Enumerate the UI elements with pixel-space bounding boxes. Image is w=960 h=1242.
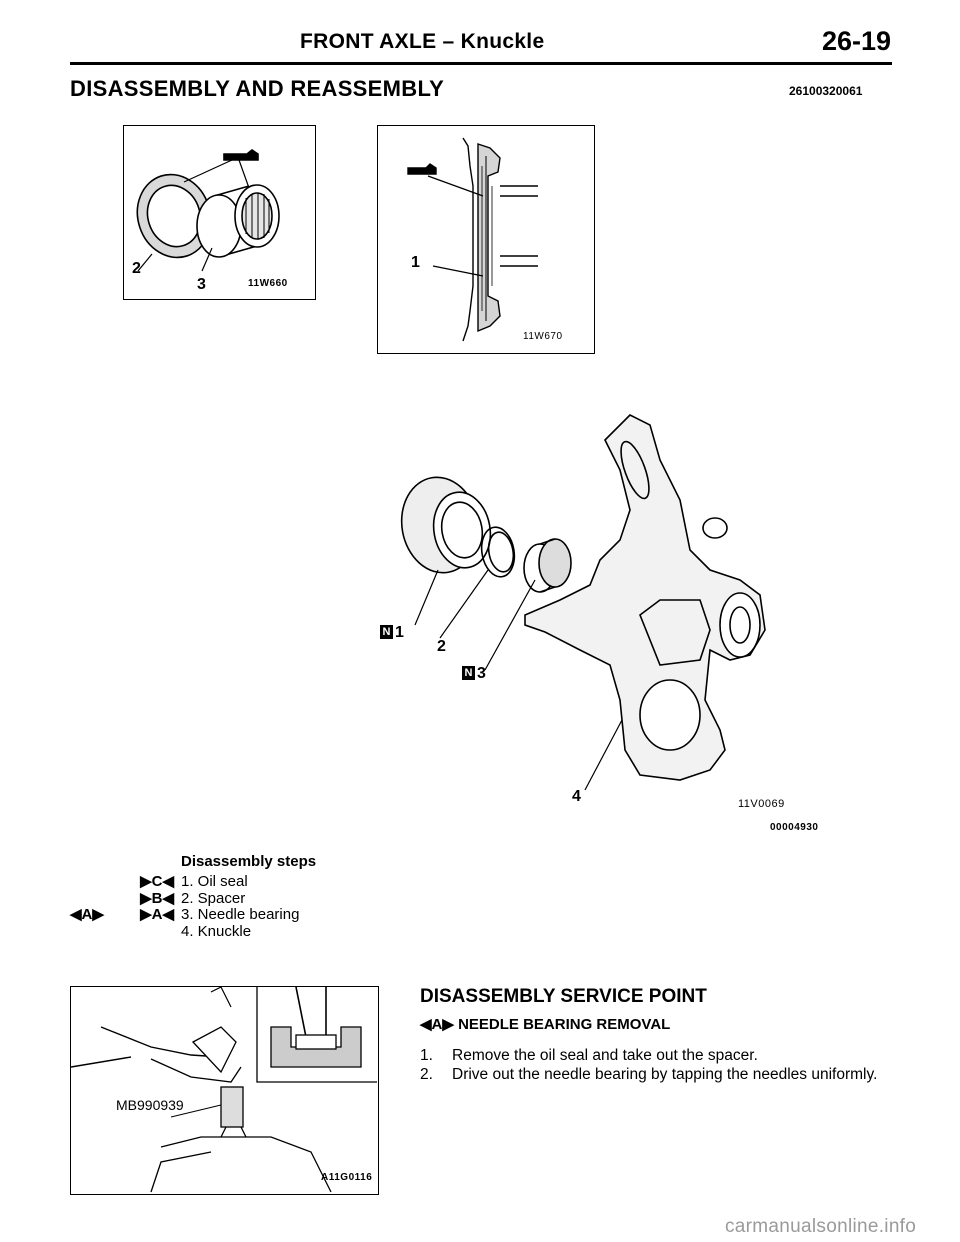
figure-bearing-removal: MB990939 A11G0116 <box>70 986 379 1195</box>
service-point-mark: ◀A▶ <box>420 1016 454 1033</box>
figure1-callout-3: 3 <box>197 276 206 293</box>
steps-list: ▶C◀ 1. Oil seal ▶B◀ 2. Spacer ◀A▶ ▶A◀ 3.… <box>70 873 390 941</box>
step-text: 1. Oil seal <box>181 873 248 890</box>
service-point-steps: 1. Remove the oil seal and take out the … <box>420 1046 892 1084</box>
service-step-text: Drive out the needle bearing by tapping … <box>452 1066 878 1083</box>
step-mark: ▶A◀ <box>140 906 174 923</box>
section-code: 26100320061 <box>789 84 863 98</box>
step-mark: ▶C◀ <box>140 873 174 890</box>
step-row: ▶B◀ 2. Spacer <box>70 889 390 908</box>
section-title: DISASSEMBLY AND REASSEMBLY <box>70 76 445 101</box>
step-row: ▶C◀ 1. Oil seal <box>70 873 390 891</box>
step-row: ◀A▶ ▶A◀ 3. Needle bearing <box>70 906 390 924</box>
figure2-callout-1: 1 <box>411 254 420 271</box>
service-point-subtitle: ◀A▶ NEEDLE BEARING REMOVAL <box>420 1015 670 1033</box>
service-point-subtitle-text: NEEDLE BEARING REMOVAL <box>458 1016 671 1033</box>
page-header-title: FRONT AXLE – Knuckle <box>300 30 545 53</box>
service-step-number: 1. <box>420 1047 433 1064</box>
figure-spacer-bearing: 2 3 11W660 <box>123 125 316 300</box>
figure2-code: 11W670 <box>523 331 563 342</box>
step-mark: ▶B◀ <box>140 889 174 907</box>
new-part-badge: N <box>462 666 475 680</box>
service-step: 1. Remove the oil seal and take out the … <box>420 1046 892 1065</box>
oil-seal-section-drawing <box>407 137 538 342</box>
spacer-bearing-drawing <box>136 149 280 272</box>
service-step: 2. Drive out the needle bearing by tappi… <box>420 1065 892 1084</box>
figure4-code: A11G0116 <box>321 1172 373 1183</box>
bearing-removal-drawing <box>70 986 377 1193</box>
figure1-code: 11W660 <box>248 278 288 289</box>
steps-title: Disassembly steps <box>181 853 317 870</box>
page-number: 26-19 <box>822 26 892 56</box>
step-row: 4. Knuckle <box>70 922 390 941</box>
figure3-code: 11V0069 <box>738 798 785 810</box>
figure1-callout-2: 2 <box>132 260 141 277</box>
knuckle-exploded-drawing <box>400 414 766 791</box>
step-left-mark: ◀A▶ <box>70 906 104 923</box>
figure3-code-secondary: 00004930 <box>770 822 819 833</box>
service-step-text: Remove the oil seal and take out the spa… <box>452 1047 758 1064</box>
watermark: carmanualsonline.info <box>725 1216 917 1237</box>
new-part-badge: N <box>380 625 393 639</box>
step-text: 3. Needle bearing <box>181 906 300 923</box>
header-rule <box>70 62 892 65</box>
tool-label: MB990939 <box>116 1097 184 1113</box>
service-point-title: DISASSEMBLY SERVICE POINT <box>420 986 707 1007</box>
step-text: 4. Knuckle <box>181 922 252 940</box>
figure3-callout-4: 4 <box>572 788 581 805</box>
figure-oil-seal-section: 1 11W670 <box>377 125 595 354</box>
figure3-callout-2: 2 <box>437 638 446 655</box>
step-text: 2. Spacer <box>181 889 246 907</box>
service-step-number: 2. <box>420 1066 433 1083</box>
